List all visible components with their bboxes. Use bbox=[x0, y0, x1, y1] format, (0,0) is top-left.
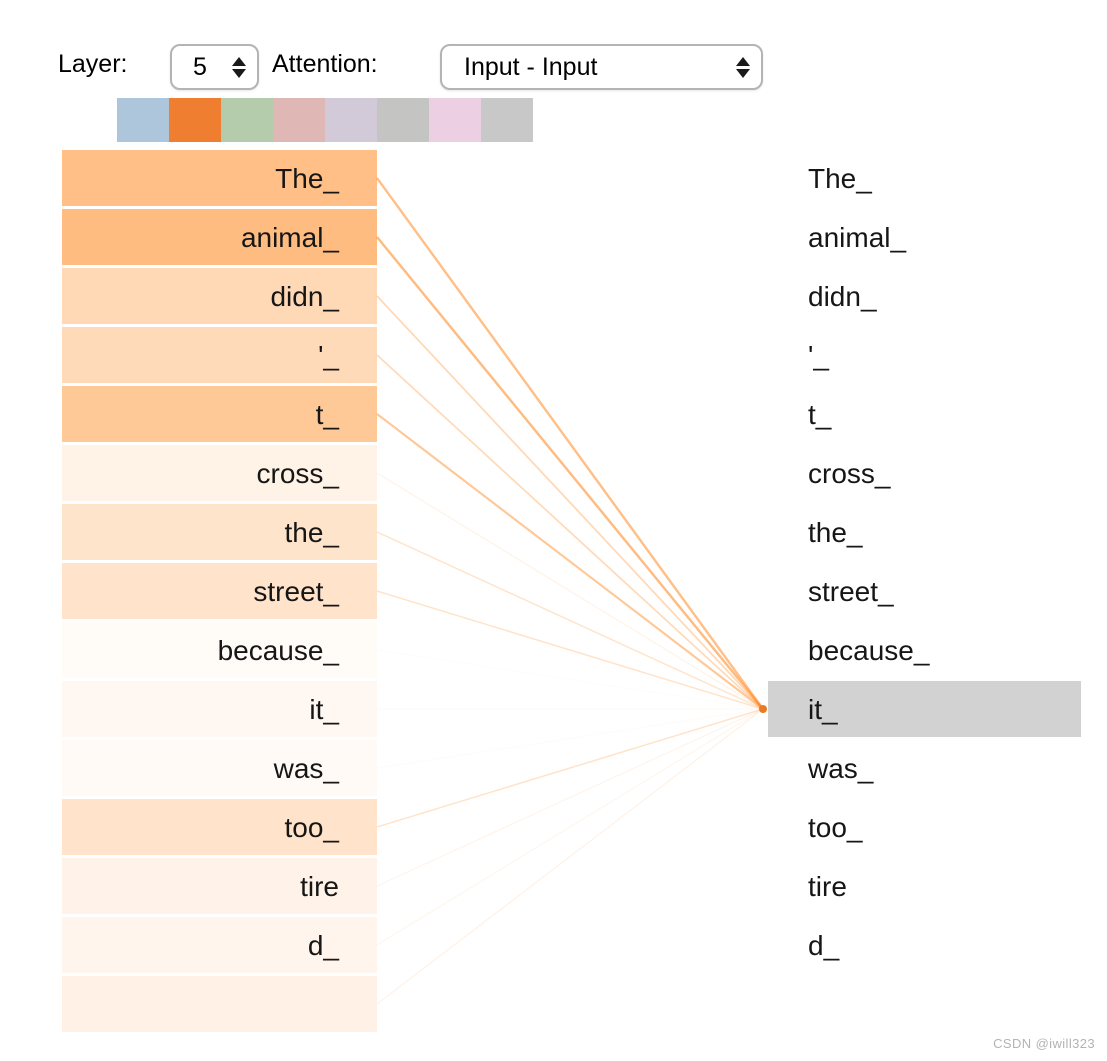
left-token-row[interactable]: The_ bbox=[62, 150, 377, 206]
right-token-row[interactable]: didn_ bbox=[808, 281, 877, 312]
attention-line bbox=[376, 708, 764, 946]
head-swatch-3[interactable] bbox=[221, 98, 273, 142]
arrow-down-icon bbox=[736, 68, 750, 78]
left-token-row[interactable] bbox=[62, 976, 377, 1032]
right-token-row[interactable]: tire bbox=[808, 871, 847, 902]
left-token-row[interactable]: too_ bbox=[62, 799, 377, 855]
right-token-row[interactable]: the_ bbox=[808, 517, 863, 548]
head-swatch-7[interactable] bbox=[429, 98, 481, 142]
left-token-row[interactable]: tire bbox=[62, 858, 377, 914]
attention-line bbox=[376, 354, 764, 710]
attention-line bbox=[376, 531, 764, 710]
left-token-row[interactable]: cross_ bbox=[62, 445, 377, 501]
layer-label: Layer: bbox=[58, 50, 128, 78]
attention-select-value: Input - Input bbox=[464, 52, 598, 81]
attention-line bbox=[376, 413, 764, 710]
watermark: CSDN @iwill323 bbox=[993, 1036, 1095, 1051]
left-token-row[interactable]: didn_ bbox=[62, 268, 377, 324]
attention-line bbox=[376, 708, 764, 828]
stepper-icon bbox=[228, 56, 250, 78]
right-token-row[interactable]: The_ bbox=[808, 163, 872, 194]
left-token-row[interactable]: because_ bbox=[62, 622, 377, 678]
left-token-row[interactable]: '_ bbox=[62, 327, 377, 383]
left-token-row[interactable]: was_ bbox=[62, 740, 377, 796]
attention-label: Attention: bbox=[272, 50, 378, 78]
layer-select[interactable]: 5 bbox=[170, 44, 259, 90]
head-swatch-2-selected[interactable] bbox=[169, 98, 221, 142]
right-token-row[interactable]: was_ bbox=[808, 753, 874, 784]
left-token-row[interactable]: d_ bbox=[62, 917, 377, 973]
left-token-row[interactable]: street_ bbox=[62, 563, 377, 619]
right-token-row[interactable]: cross_ bbox=[808, 458, 891, 489]
attention-line bbox=[377, 650, 763, 709]
right-token-row[interactable]: street_ bbox=[808, 576, 894, 607]
attention-line bbox=[376, 295, 764, 710]
stepper-icon bbox=[732, 56, 754, 78]
left-token-row[interactable]: it_ bbox=[62, 681, 377, 737]
arrow-up-icon bbox=[232, 56, 246, 66]
attention-line bbox=[376, 177, 764, 710]
attention-select[interactable]: Input - Input bbox=[440, 44, 763, 90]
right-token-row[interactable] bbox=[768, 976, 1081, 1032]
right-token-row[interactable]: too_ bbox=[808, 812, 863, 843]
attention-focus-dot bbox=[759, 705, 767, 713]
arrow-down-icon bbox=[232, 68, 246, 78]
head-palette bbox=[117, 98, 533, 142]
layer-select-value: 5 bbox=[193, 52, 207, 81]
attention-line bbox=[376, 590, 764, 710]
attention-line bbox=[376, 708, 764, 769]
right-token-row[interactable]: because_ bbox=[808, 635, 930, 666]
right-token-row[interactable]: '_ bbox=[808, 340, 829, 371]
left-token-row[interactable]: the_ bbox=[62, 504, 377, 560]
left-token-row[interactable]: t_ bbox=[62, 386, 377, 442]
right-token-row-selected[interactable]: it_ bbox=[768, 681, 1081, 737]
attention-line bbox=[376, 236, 764, 710]
right-token-row[interactable]: animal_ bbox=[808, 222, 907, 253]
head-swatch-1[interactable] bbox=[117, 98, 169, 142]
attention-line bbox=[376, 708, 764, 887]
right-token-row[interactable]: d_ bbox=[808, 930, 840, 961]
left-token-row[interactable]: animal_ bbox=[62, 209, 377, 265]
head-swatch-4[interactable] bbox=[273, 98, 325, 142]
right-token-row[interactable]: t_ bbox=[808, 399, 832, 430]
arrow-up-icon bbox=[736, 56, 750, 66]
attention-line bbox=[376, 472, 764, 710]
attention-line bbox=[376, 708, 764, 1005]
head-swatch-6[interactable] bbox=[377, 98, 429, 142]
head-swatch-5[interactable] bbox=[325, 98, 377, 142]
head-swatch-8[interactable] bbox=[481, 98, 533, 142]
